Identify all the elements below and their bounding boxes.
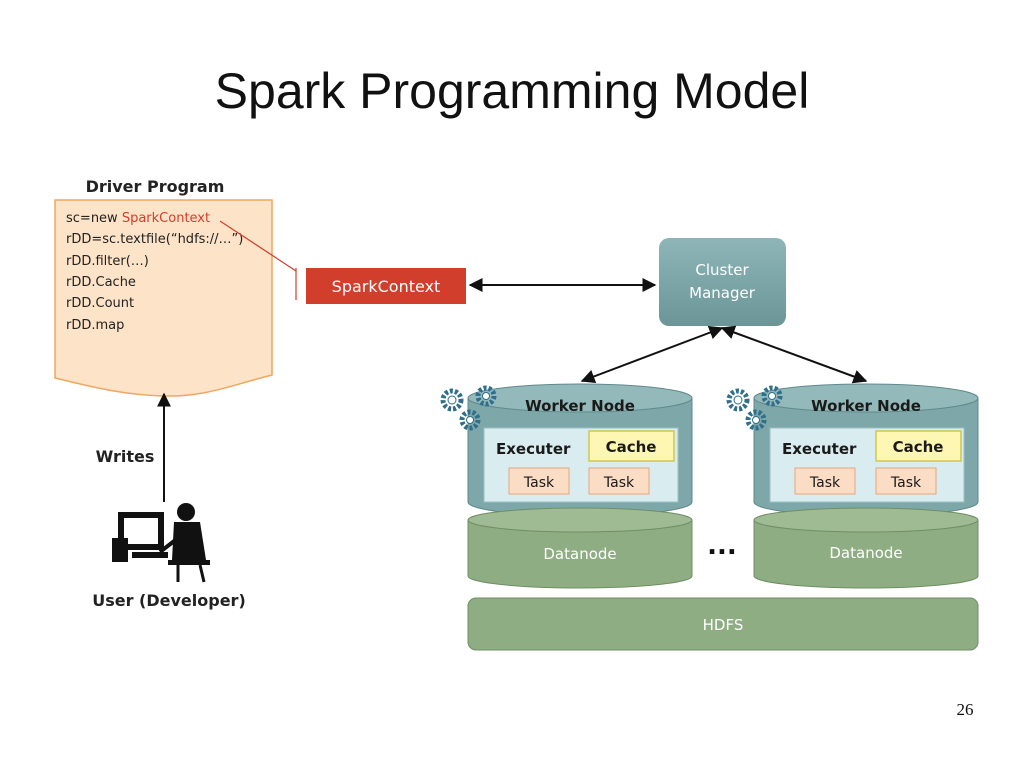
- cluster-manager-box: [659, 238, 786, 326]
- person-head: [177, 503, 195, 521]
- user-developer-label: User (Developer): [92, 591, 246, 610]
- keyboard-shape: [132, 552, 168, 558]
- worker-node-label: Worker Node: [811, 397, 921, 415]
- manager-worker2-arrow: [720, 325, 868, 384]
- code-line: sc=new SparkContext: [66, 211, 210, 226]
- monitor-screen: [124, 518, 158, 544]
- cache-box: [875, 430, 962, 462]
- code-line: rDD.filter(…): [66, 254, 149, 269]
- datanode-1: Datanode: [467, 507, 693, 589]
- page-number: 26: [956, 700, 974, 719]
- gear-icon: [726, 385, 783, 431]
- executer-label: Executer: [782, 440, 857, 458]
- task-box: [875, 467, 937, 495]
- task-box: [508, 467, 570, 495]
- sparkcontext-callout-line: [219, 220, 297, 272]
- hdfs-box: [467, 597, 979, 651]
- worker-node-2: Worker Node Executer Cache Task Task: [753, 383, 979, 517]
- datanode-label: Datanode: [829, 544, 902, 562]
- task-box: [794, 467, 856, 495]
- worker-node-label: Worker Node: [525, 397, 635, 415]
- worker-cylinder-top: [467, 383, 693, 413]
- driver-program-label: Driver Program: [86, 177, 225, 196]
- code-line: rDD=sc.textfile(“hdfs://…”): [66, 232, 243, 247]
- code-line: rDD.Count: [66, 296, 134, 311]
- datanode-cylinder-top: [467, 507, 693, 533]
- cache-label: Cache: [893, 438, 944, 456]
- more-nodes-ellipsis: ...: [707, 531, 737, 561]
- code-line: rDD.map: [66, 318, 124, 333]
- worker-node-1: Worker Node Executer Cache Task Task: [467, 383, 693, 517]
- task-label: Task: [603, 475, 635, 491]
- cache-label: Cache: [606, 438, 657, 456]
- datanode-cylinder-body: [753, 520, 979, 589]
- computer-tower: [112, 538, 128, 562]
- manager-worker1-arrow: [580, 325, 724, 384]
- cluster-manager-label-line1: Cluster: [695, 261, 749, 279]
- person-arm: [158, 536, 180, 554]
- writes-label: Writes: [96, 447, 155, 466]
- task-box: [588, 467, 650, 495]
- person-body: [172, 522, 206, 560]
- cluster-manager-label-line2: Manager: [689, 284, 756, 302]
- sparkcontext-box: [306, 268, 466, 304]
- task-label: Task: [890, 475, 922, 491]
- cache-box: [588, 430, 675, 462]
- task-label: Task: [523, 475, 555, 491]
- datanode-cylinder-body: [467, 520, 693, 589]
- chair-legs: [176, 564, 206, 583]
- hdfs-label: HDFS: [703, 616, 744, 634]
- page-title: Spark Programming Model: [214, 63, 810, 119]
- datanode-label: Datanode: [543, 545, 616, 563]
- gear-icon: [440, 385, 497, 431]
- datanode-2: Datanode: [753, 507, 979, 589]
- code-line: rDD.Cache: [66, 275, 136, 290]
- driver-code-lines: sc=new SparkContext rDD=sc.textfile(“hdf…: [66, 211, 243, 333]
- task-label: Task: [809, 475, 841, 491]
- worker-cylinder-top: [753, 383, 979, 413]
- sparkcontext-label: SparkContext: [332, 277, 441, 296]
- datanode-cylinder-top: [753, 507, 979, 533]
- user-at-computer-icon: [112, 503, 210, 583]
- executer-label: Executer: [496, 440, 571, 458]
- desk-shape: [168, 560, 210, 565]
